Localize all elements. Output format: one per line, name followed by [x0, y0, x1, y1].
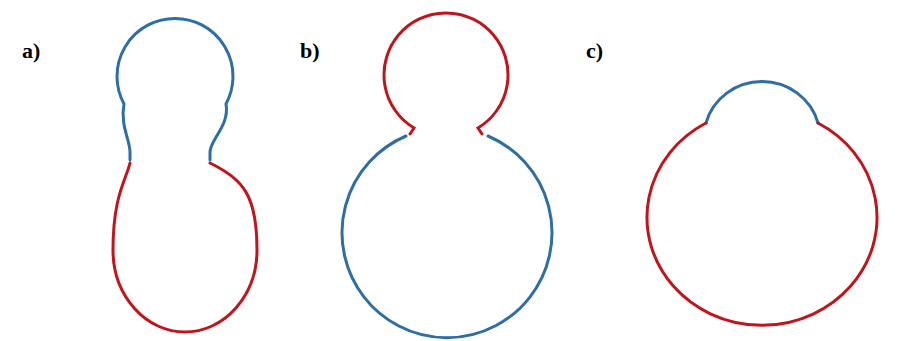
shape-b-lower — [342, 136, 552, 338]
shape-a-lower — [113, 163, 257, 332]
shape-c-upper — [706, 82, 818, 123]
panel-label: a) — [22, 40, 40, 62]
shape-a-upper — [117, 18, 233, 160]
shape-c-lower — [647, 123, 877, 325]
shape-b-upper — [384, 13, 508, 134]
panel-label: c) — [586, 40, 603, 62]
panel-label: b) — [300, 40, 320, 62]
